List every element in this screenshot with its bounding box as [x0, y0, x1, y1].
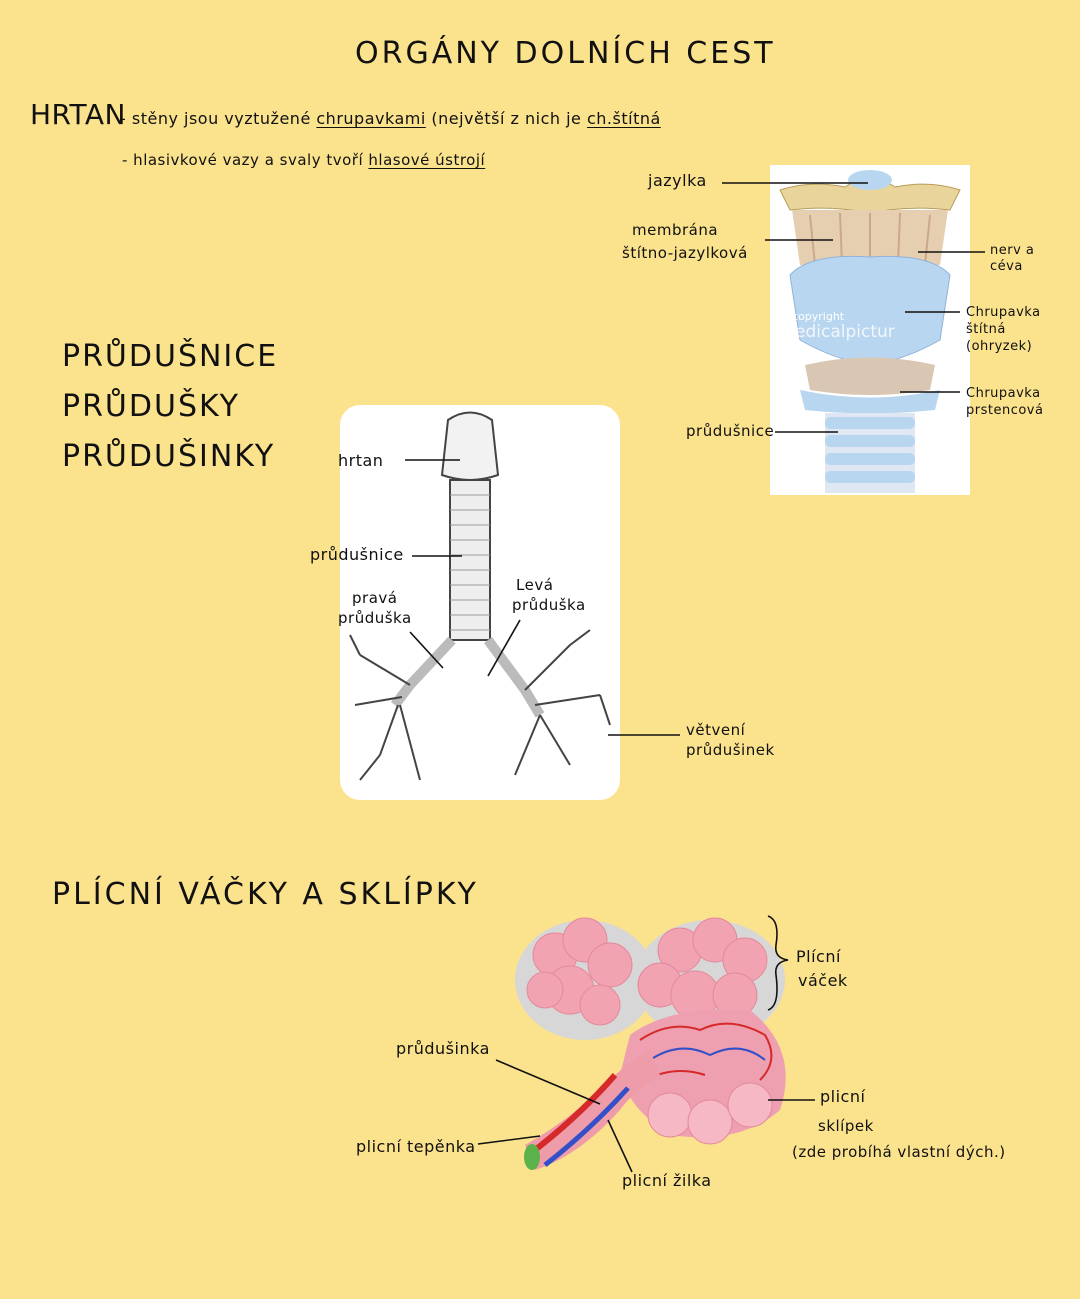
hrtan-line1-prefix: - stěny jsou vyztužené: [120, 109, 311, 128]
hrtan-line2-prefix: - hlasivkové vazy a svaly tvoří: [122, 151, 364, 169]
hrtan-line1-middle: (největší z nich je: [431, 109, 582, 128]
heading-prudusky: PRŮDUŠKY: [62, 389, 240, 424]
label-prudusnice: průdušnice: [310, 545, 404, 564]
label-chrupavka-stitna-line-2: štítná: [966, 322, 1006, 337]
label-prava-line-2: průduška: [338, 609, 412, 627]
label-nerv-line-1: nerv a: [990, 243, 1035, 258]
alveoli-image: [510, 910, 795, 1180]
label-vetveni-line-2: průdušinek: [686, 741, 775, 759]
watermark-line-1: copyright: [792, 310, 845, 323]
label-leva-line-1: Levá: [516, 576, 554, 594]
hrtan-line1-underlined: chrupavkami: [316, 109, 426, 128]
label-prudusinka: průdušinka: [396, 1039, 490, 1058]
label-hrtan: hrtan: [338, 451, 384, 470]
hrtan-line2-underlined: hlasové ústrojí: [368, 151, 486, 169]
label-leva-line-2: průduška: [512, 596, 586, 614]
heading-plicni-vacky: PLÍCNÍ VÁČKY A SKLÍPKY: [52, 877, 479, 912]
label-larynx-prudusnice: průdušnice: [686, 422, 775, 440]
label-plicni-sklipek-line-1: plicní: [820, 1087, 866, 1106]
label-plicni-vacek-line-2: váček: [798, 971, 848, 990]
alveoli-illustration: [515, 917, 786, 1170]
larynx-illustration: copyright edicalpictur: [779, 170, 961, 493]
label-plicni-zilka: plicní žilka: [622, 1171, 712, 1190]
label-chrupavka-prstencova-line-1: Chrupavka: [966, 386, 1041, 401]
page-title: ORGÁNY DOLNÍCH CEST: [355, 36, 776, 71]
heading-prudusinky: PRŮDUŠINKY: [62, 439, 276, 474]
label-plicni-vacek-line-1: Plícní: [796, 947, 841, 966]
bronchial-tree-image: [340, 405, 620, 800]
label-plicni-sklipek-line-2: sklípek: [818, 1117, 874, 1135]
label-plicni-tepenka: plicní tepěnka: [356, 1137, 476, 1156]
hrtan-line-2: - hlasivkové vazy a svaly tvoří hlasové …: [122, 151, 486, 169]
hrtan-line-1: - stěny jsou vyztužené chrupavkami (nejv…: [120, 109, 661, 128]
label-chrupavka-prstencova-line-2: prstencová: [966, 403, 1044, 418]
label-vetveni-line-1: větvení: [686, 721, 746, 739]
hrtan-heading: HRTAN: [30, 98, 127, 131]
label-prava-line-1: pravá: [352, 589, 398, 607]
hrtan-line1-end: ch.štítná: [586, 109, 661, 128]
watermark-line-2: edicalpictur: [795, 322, 895, 342]
label-jazylka: jazylka: [648, 171, 707, 190]
label-membrana-line-2: štítno-jazylková: [622, 244, 748, 262]
label-chrupavka-stitna-line-1: Chrupavka: [966, 305, 1041, 320]
label-chrupavka-stitna-line-3: (ohryzek): [966, 339, 1033, 354]
label-plicni-sklipek-line-3: (zde probíhá vlastní dých.): [792, 1143, 1006, 1161]
bronchial-tree-illustration: [349, 411, 611, 781]
label-membrana-line-1: membrána: [632, 221, 719, 239]
label-nerv-line-2: céva: [990, 259, 1023, 274]
heading-prudusnice: PRŮDUŠNICE: [62, 339, 279, 374]
larynx-image: copyright edicalpictur: [770, 165, 970, 495]
